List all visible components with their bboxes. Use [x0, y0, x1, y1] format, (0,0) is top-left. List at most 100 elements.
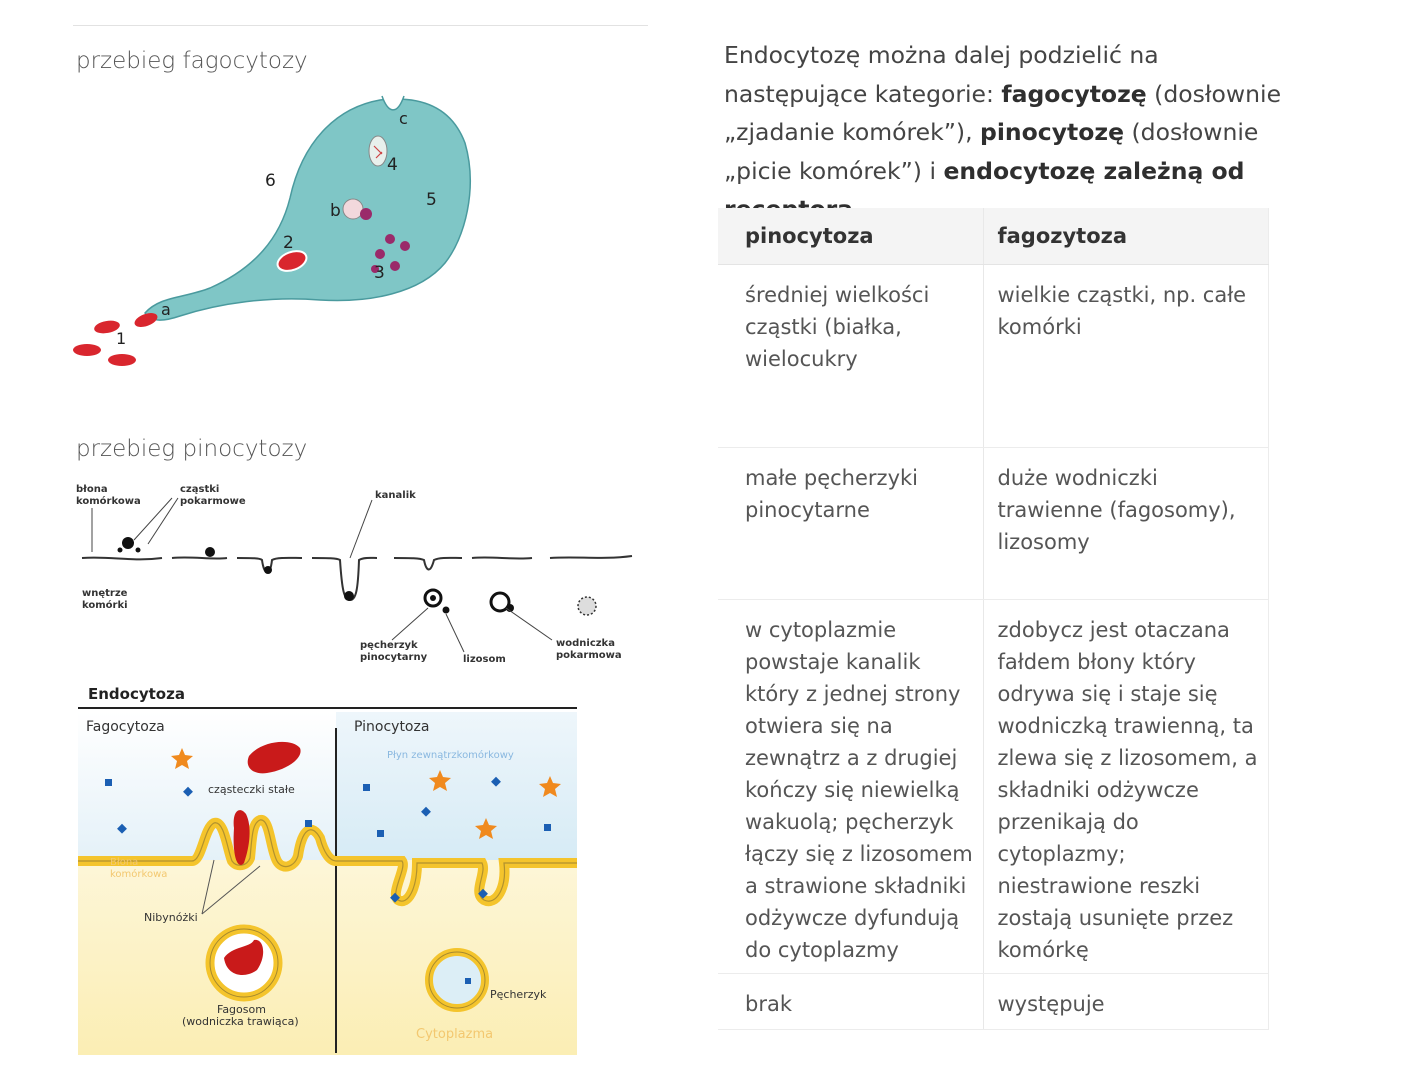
lysosome-dot: [442, 606, 450, 614]
label-interior: komórki: [82, 599, 128, 611]
table-cell: w cytoplazmie powstaje kanalik który z j…: [718, 599, 983, 974]
lysosome-dot: [385, 234, 395, 244]
label-membrane: komórkowa: [76, 495, 141, 507]
membrane-label: Błona: [110, 857, 138, 868]
extracellular-right: [336, 712, 577, 860]
label-vacuole: wodniczka: [556, 638, 615, 649]
lysosome-dot: [371, 265, 379, 273]
vesicle-content: [465, 978, 471, 984]
table-cell: duże wodniczki trawienne (fagosomy), liz…: [982, 447, 1269, 600]
membrane-segment: [311, 556, 378, 602]
cytoplasm-label: Cytoplazma: [416, 1027, 493, 1042]
food-particle: [117, 547, 123, 553]
table-row: średniej wielkości cząstki (białka, wiel…: [718, 264, 1269, 448]
label-interior: wnętrze: [82, 588, 128, 599]
particle: [94, 320, 120, 334]
intro-text: (dosłownie „zjadanie komórek”),: [724, 79, 1282, 147]
label-1: 1: [116, 329, 126, 348]
vesicle-outline: [428, 951, 486, 1009]
star-particle: [171, 748, 193, 769]
solute-square: [105, 779, 112, 786]
top-divider: [73, 25, 648, 26]
solute-square: [377, 830, 384, 837]
star-particle: [429, 770, 451, 791]
pointer-line: [505, 607, 553, 641]
column-header-phagocytosis: fagozytoza: [982, 208, 1269, 265]
phagosome-outline: [209, 928, 279, 998]
label-channel: kanalik: [375, 490, 416, 501]
solute-square: [305, 820, 312, 827]
table-cell: brak: [718, 973, 983, 1030]
star-particle: [539, 776, 561, 797]
pointer-line: [391, 607, 429, 641]
table-row: w cytoplazmie powstaje kanalik który z j…: [718, 599, 1269, 974]
phagosome-particle: [224, 939, 264, 975]
particle: [73, 344, 101, 356]
table-row: małe pęcherzyki pinocytarne duże wodnicz…: [718, 447, 1269, 600]
membrane-segment: [171, 556, 228, 560]
table-cell: zdobycz jest otaczana fałdem błony który…: [982, 599, 1269, 974]
particle: [134, 313, 158, 327]
vacuole-4: [368, 135, 388, 167]
phagocytosis-caption: przebieg fagocytozy: [76, 48, 308, 74]
membrane-segment: [81, 556, 163, 561]
vesicle-label: Pęcherzyk: [490, 988, 547, 1001]
label-3: 3: [374, 263, 385, 283]
engulfed-particle: [233, 810, 250, 865]
phagosome-label: Fagosom: [217, 1003, 266, 1016]
endocytosis-diagram: Endocytoza Fagocytoza Pinocytoza Płyn ze…: [78, 685, 577, 1055]
label-2: 2: [283, 233, 294, 253]
table-cell: średniej wielkości cząstki (białka, wiel…: [718, 264, 983, 448]
pointer-line: [201, 859, 215, 915]
label-membrane: błona: [76, 484, 108, 495]
intro-text: (dosłownie „picie komórek”) i: [724, 118, 1259, 185]
food-particle: [135, 547, 141, 553]
phagocytosis-diagram: 1 2 3 4 5 6 a b c: [73, 95, 471, 366]
engulfing-pocket: [381, 95, 405, 111]
star-particle: [475, 818, 497, 839]
cell-membrane: [78, 815, 577, 907]
label-b: b: [330, 201, 341, 221]
pointer-line: [349, 499, 373, 559]
label-4: 4: [387, 155, 398, 175]
label-vesicle: pęcherzyk: [360, 640, 418, 651]
membrane-label: komórkowa: [110, 868, 167, 880]
vacuole-2: [276, 250, 308, 272]
food-particle: [205, 547, 215, 557]
pinocytosis-panel-title: Pinocytoza: [354, 719, 429, 735]
label-a: a: [161, 300, 171, 319]
label-lysosome: lizosom: [463, 654, 506, 665]
food-particle: [344, 591, 354, 601]
extracellular-fluid-label: Płyn zewnątrzkomórkowy: [387, 749, 514, 761]
pointer-line: [201, 865, 261, 915]
label-6: 6: [265, 171, 276, 191]
particle: [108, 354, 136, 366]
fusion-vesicle: [489, 591, 511, 613]
column-header-pinocytosis: pinocytoza: [718, 208, 983, 265]
table-cell: małe pęcherzyki pinocytarne: [718, 447, 983, 600]
digested-particle: [373, 145, 383, 159]
pinocytosis-diagram: błona komórkowa cząstki pokarmowe kanali…: [76, 484, 633, 665]
pinocytosis-caption: przebieg pinocytozy: [76, 436, 308, 462]
lysosome-dot: [375, 249, 385, 259]
term-phagocytosis: fagocytozę: [1001, 79, 1147, 108]
membrane-outline: [78, 819, 577, 902]
table-cell: wielkie cząstki, np. całe komórki: [982, 264, 1269, 448]
membrane-segment: [393, 556, 463, 571]
lysosome-dot: [390, 261, 400, 271]
phagocytosis-panel-title: Fagocytoza: [86, 719, 165, 735]
table-cell: występuje: [982, 973, 1269, 1030]
comparison-table: pinocytoza fagozytoza średniej wielkości…: [718, 208, 1269, 1030]
label-particles: cząstki: [180, 484, 219, 495]
table-header-row: pinocytoza fagozytoza: [718, 208, 1269, 265]
label-vesicle: pinocytarny: [360, 652, 428, 663]
cytoplasm-area: [78, 860, 577, 1055]
pointer-line: [133, 497, 173, 541]
table-row: brak występuje: [718, 973, 1269, 1030]
solute-square: [363, 784, 370, 791]
solid-particle: [247, 741, 301, 774]
vesicle-content: [430, 595, 436, 601]
membrane-segment: [549, 555, 633, 559]
label-particles: pokarmowe: [180, 496, 246, 507]
lysosome-dot: [400, 241, 410, 251]
